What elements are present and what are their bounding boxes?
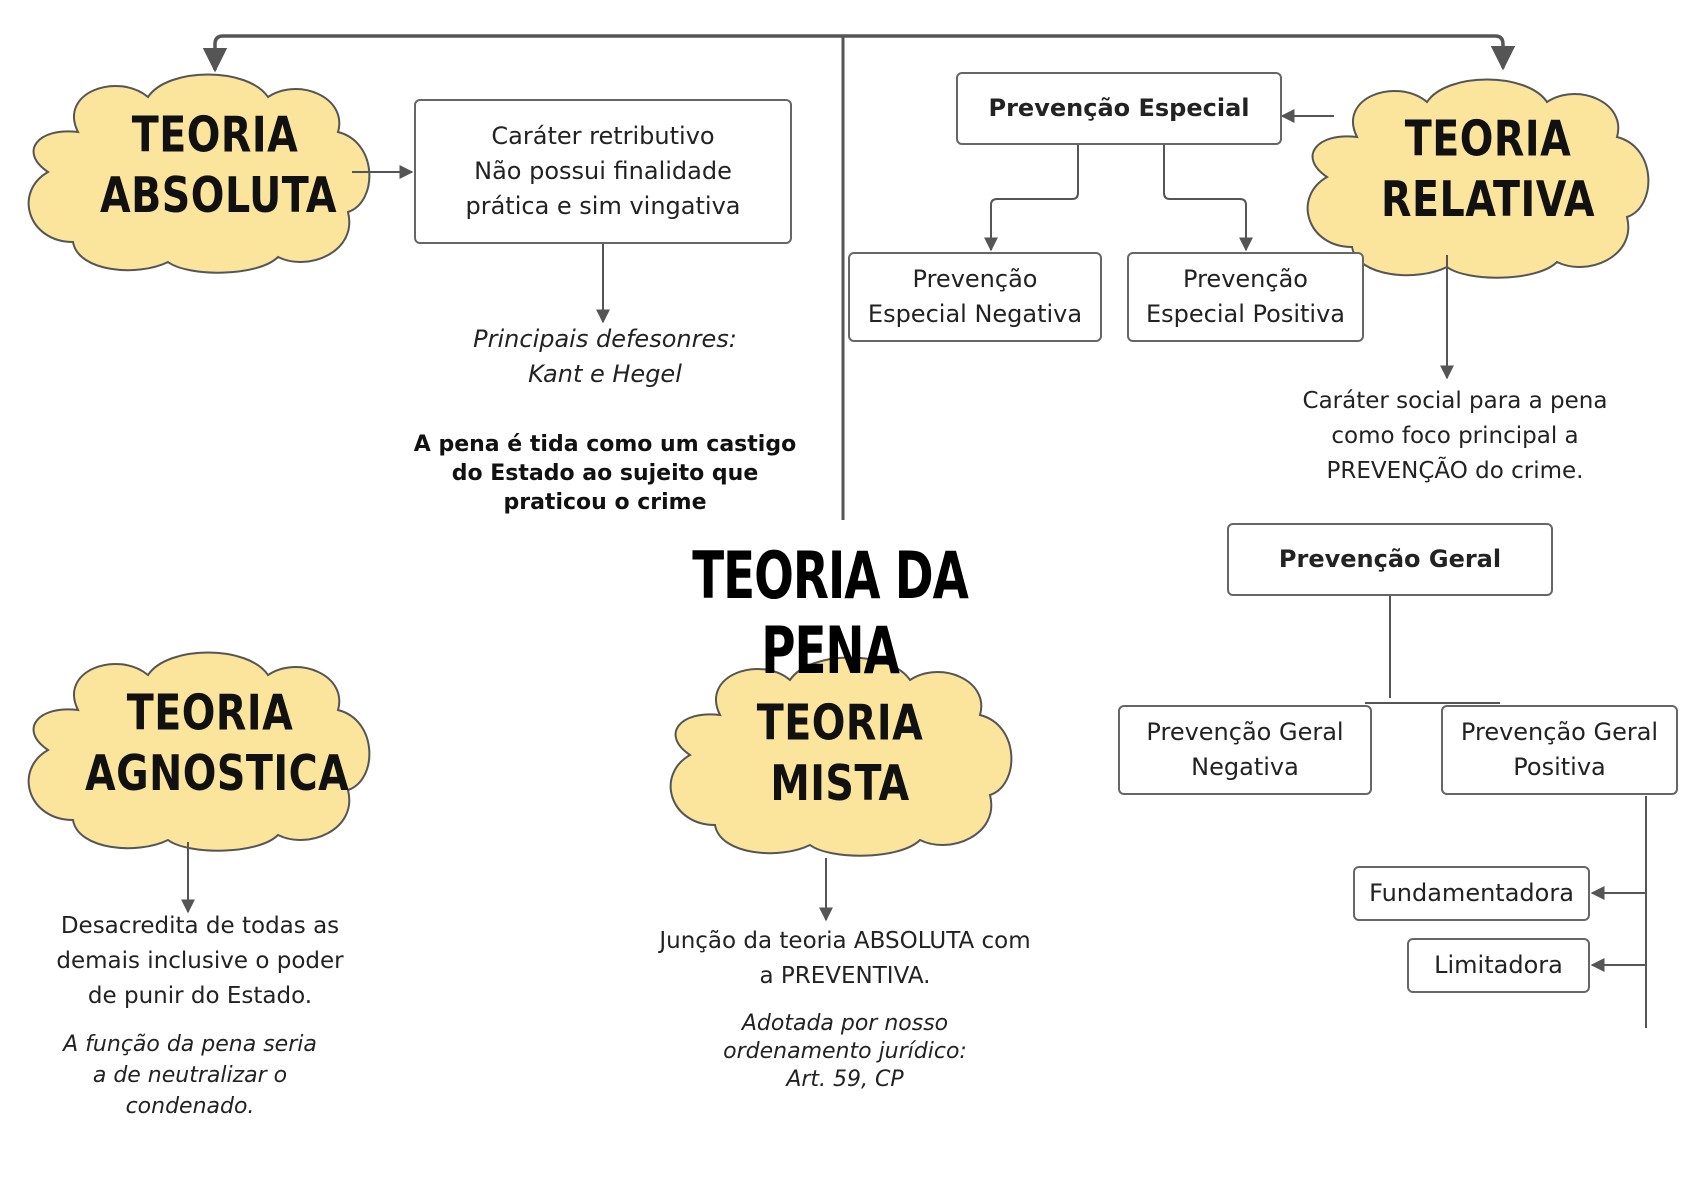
- mista-desc: Junção da teoria ABSOLUTA com a PREVENTI…: [640, 924, 1050, 994]
- cloud-mista: [669, 656, 1013, 857]
- social-line2: como foco principal a: [1331, 423, 1579, 449]
- prevencao-especial-label: Prevenção Especial: [988, 94, 1250, 122]
- teoria-absoluta-line1: TEORIA: [131, 106, 299, 164]
- especial-positiva-line2: Especial Positiva: [1146, 300, 1345, 328]
- social-line1: Caráter social para a pena: [1302, 388, 1608, 414]
- castigo-line3: praticou o crime: [503, 490, 707, 515]
- prevencao-especial-positiva-box: Prevenção Especial Positiva: [1127, 252, 1364, 342]
- geral-negativa-line2: Negativa: [1191, 753, 1299, 781]
- arrow-especial-positiva: [1163, 145, 1253, 252]
- absoluta-box-line1: Caráter retributivo: [491, 122, 715, 150]
- relativa-social-text: Caráter social para a pena como foco pri…: [1280, 384, 1630, 489]
- prevencao-especial-box: Prevenção Especial: [956, 72, 1282, 145]
- mista-adotada-line3: Art. 59, CP: [786, 1067, 904, 1092]
- agnostica-desc-line3: de punir do Estado.: [87, 983, 313, 1009]
- prevencao-especial-negativa-box: Prevenção Especial Negativa: [848, 252, 1102, 342]
- teoria-agnostica-line2: AGNOSTICA: [85, 745, 350, 803]
- geral-positiva-line1: Prevenção Geral: [1460, 718, 1659, 746]
- mista-adotada-line1: Adotada por nosso: [741, 1011, 949, 1036]
- prevencao-geral-box: Prevenção Geral: [1227, 523, 1553, 596]
- teoria-mista-line2: MISTA: [770, 755, 910, 813]
- page-title: TEORIA DA PENA: [692, 539, 969, 689]
- defensores-line1: Principais defesonres:: [473, 325, 737, 353]
- especial-positiva-line1: Prevenção: [1183, 265, 1308, 293]
- mista-adotada: Adotada por nosso ordenamento jurídico: …: [690, 1010, 1000, 1094]
- especial-negativa-line2: Especial Negativa: [867, 300, 1083, 328]
- mista-adotada-line2: ordenamento jurídico:: [723, 1039, 967, 1064]
- absoluta-box-line3: prática e sim vingativa: [465, 192, 741, 220]
- agnostica-funcao-line1: A função da pena seria: [63, 1032, 317, 1057]
- prevencao-geral-label: Prevenção Geral: [1278, 545, 1502, 573]
- absoluta-box-line2: Não possui finalidade: [474, 157, 732, 185]
- prevencao-geral-negativa-box: Prevenção Geral Negativa: [1118, 705, 1372, 795]
- fundamentadora-box: Fundamentadora: [1353, 866, 1590, 921]
- especial-negativa-line1: Prevenção: [912, 265, 1038, 293]
- cloud-agnostica: [27, 651, 371, 852]
- agnostica-desc-line1: Desacredita de todas as: [60, 913, 340, 939]
- mista-desc-line2: a PREVENTIVA.: [759, 963, 931, 989]
- geral-positiva-line2: Positiva: [1513, 753, 1606, 781]
- defensores-line2: Kant e Hegel: [528, 360, 682, 388]
- agnostica-desc-line2: demais inclusive o poder: [56, 948, 344, 974]
- agnostica-funcao-line3: condenado.: [125, 1094, 255, 1119]
- teoria-relativa-title: TEORIA RELATIVA: [1373, 110, 1603, 231]
- teoria-relativa-line2: RELATIVA: [1381, 171, 1595, 229]
- prevencao-geral-positiva-box: Prevenção Geral Positiva: [1441, 705, 1678, 795]
- limitadora-box: Limitadora: [1407, 938, 1590, 993]
- teoria-absoluta-line2: ABSOLUTA: [100, 167, 337, 225]
- agnostica-funcao-line2: a de neutralizar o: [92, 1063, 288, 1088]
- teoria-agnostica-line1: TEORIA: [126, 684, 294, 742]
- top-connector: [213, 34, 1516, 71]
- cloud-absoluta: [27, 73, 371, 274]
- cloud-relativa: [1306, 78, 1650, 279]
- castigo-line1: A pena é tida como um castigo: [413, 432, 797, 457]
- agnostica-funcao: A função da pena seria a de neutralizar …: [40, 1029, 340, 1122]
- geral-negativa-line1: Prevenção Geral: [1146, 718, 1344, 746]
- arrow-especial-negativa: [984, 145, 1079, 252]
- absoluta-description-box: Caráter retributivo Não possui finalidad…: [414, 99, 792, 244]
- castigo-line2: do Estado ao sujeito que: [451, 461, 759, 486]
- absoluta-castigo: A pena é tida como um castigo do Estado …: [410, 430, 800, 517]
- teoria-mista-title: TEORIA MISTA: [740, 694, 940, 815]
- teoria-mista-line1: TEORIA: [756, 694, 924, 752]
- agnostica-desc: Desacredita de todas as demais inclusive…: [40, 909, 360, 1014]
- teoria-absoluta-title: TEORIA ABSOLUTA: [100, 106, 337, 227]
- limitadora-label: Limitadora: [1434, 951, 1563, 979]
- mista-desc-line1: Junção da teoria ABSOLUTA com: [659, 928, 1031, 954]
- teoria-relativa-line1: TEORIA: [1404, 110, 1572, 168]
- absoluta-defensores: Principais defesonres: Kant e Hegel: [430, 322, 780, 392]
- fundamentadora-label: Fundamentadora: [1369, 879, 1574, 907]
- teoria-agnostica-title: TEORIA AGNOSTICA: [85, 684, 350, 805]
- geral-connector: [1365, 596, 1500, 704]
- social-line3: PREVENÇÃO do crime.: [1326, 458, 1584, 484]
